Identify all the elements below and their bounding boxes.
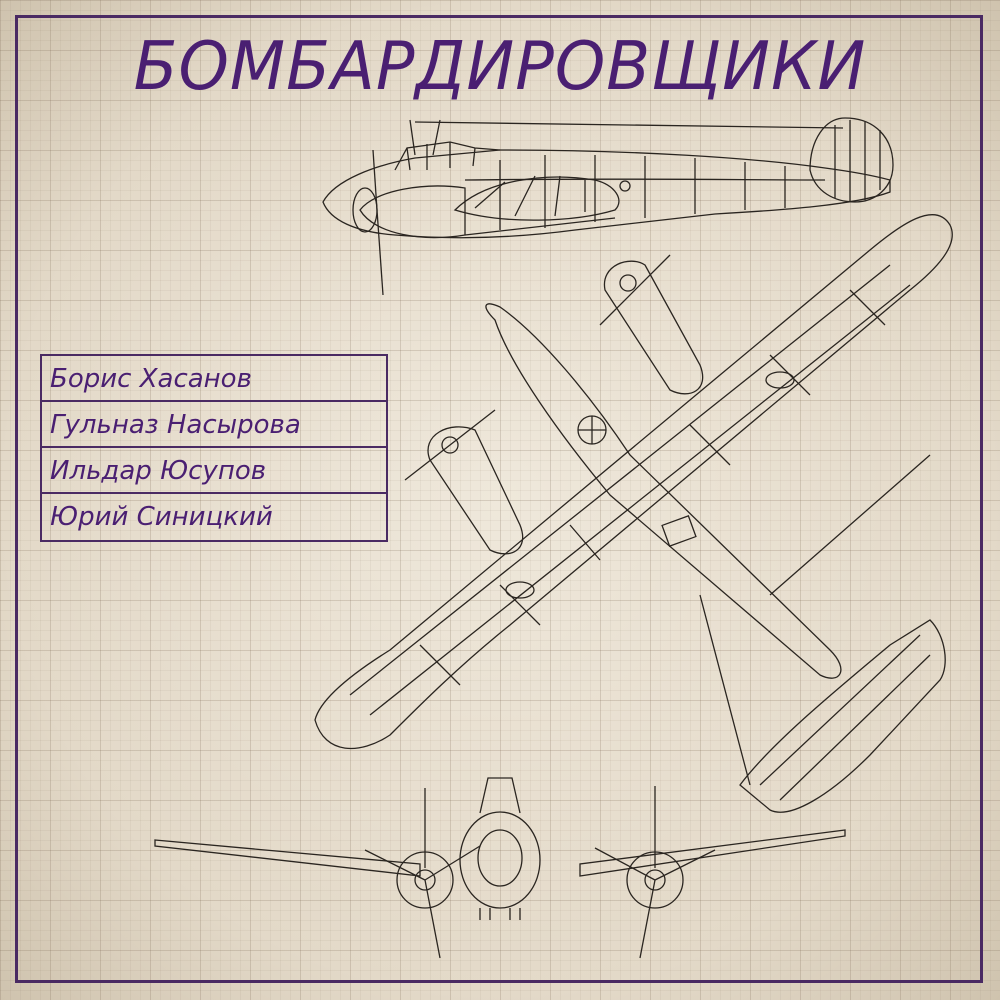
album-title: БОМБАРДИРОВЩИКИ <box>133 28 867 106</box>
side-view-drawing <box>315 110 905 305</box>
front-view-drawing <box>150 768 850 965</box>
top-view-drawing <box>310 195 960 840</box>
credits-table: Борис Хасанов Гульназ Насырова Ильдар Юс… <box>40 354 388 542</box>
border-frame <box>15 15 983 983</box>
credit-row: Юрий Синицкий <box>50 502 273 532</box>
credit-row: Ильдар Юсупов <box>42 448 386 494</box>
credit-row: Борис Хасанов <box>42 356 386 402</box>
credit-row: Гульназ Насырова <box>42 402 386 448</box>
